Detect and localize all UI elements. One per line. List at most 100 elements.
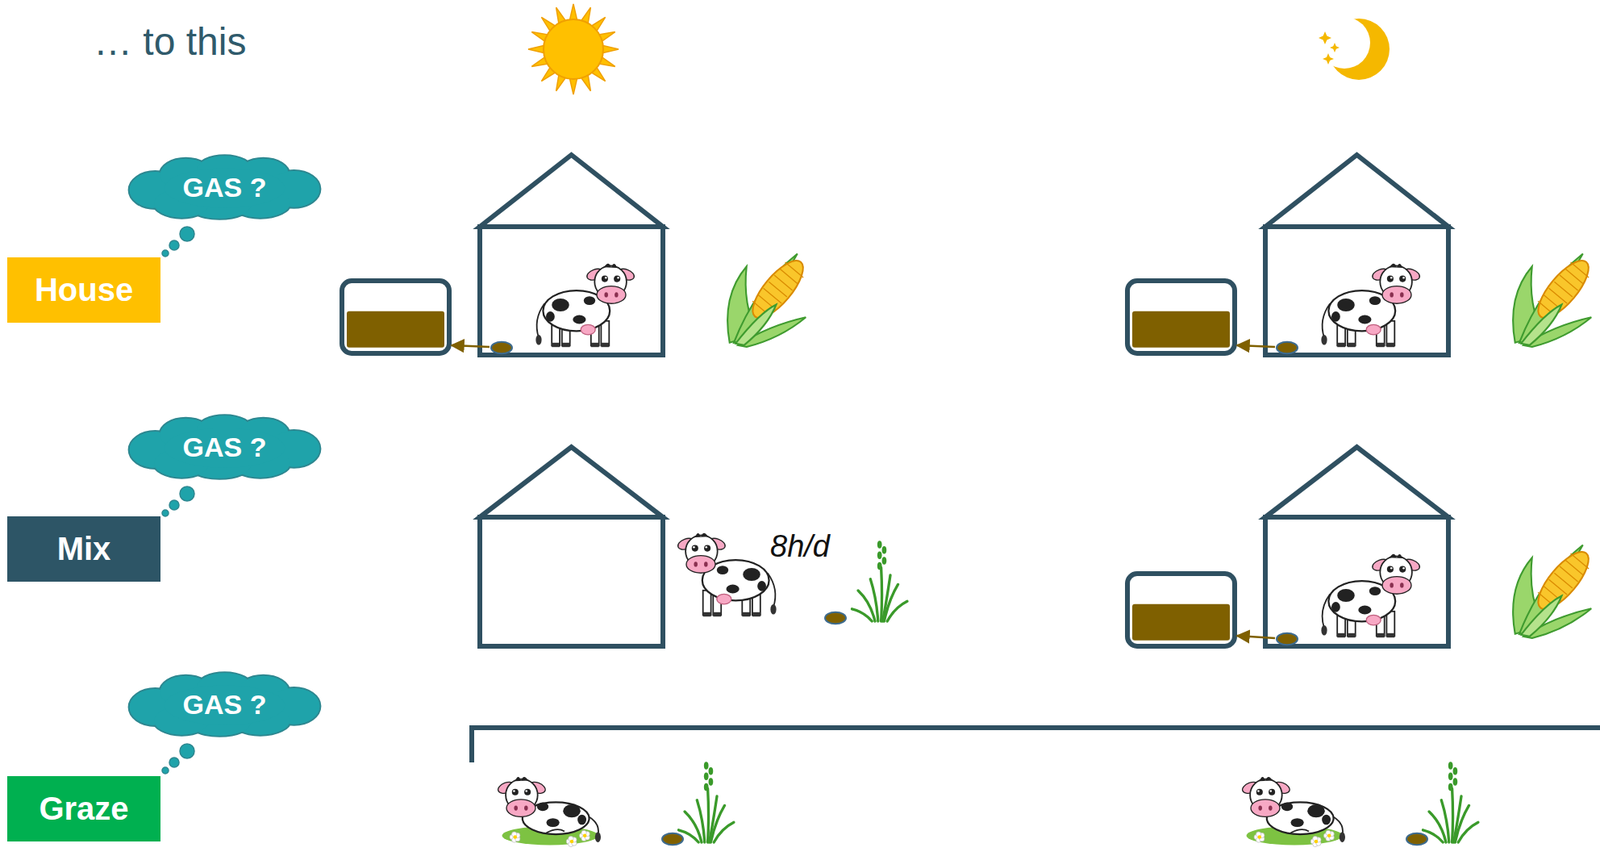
barn-roof — [479, 446, 663, 517]
cow-hoof — [1386, 633, 1395, 638]
grass-seed — [1448, 783, 1454, 792]
duration-label: 8h/d — [770, 529, 830, 564]
cow-hoof — [1347, 342, 1356, 347]
cow-spot — [551, 298, 570, 312]
system-label-box: Graze — [7, 775, 161, 842]
grass-blade — [1454, 795, 1463, 842]
cow-eye-glint — [1390, 566, 1393, 570]
cow-spot — [562, 804, 581, 817]
cow-nostril — [524, 804, 529, 810]
cow-eye — [601, 275, 609, 283]
grass-blade — [1458, 821, 1479, 842]
cow — [535, 263, 636, 348]
cow-muzzle — [1382, 576, 1412, 595]
grass-seed — [877, 540, 883, 549]
cow-eye-glint — [616, 276, 620, 280]
grass-blade — [1423, 829, 1444, 842]
cow-nostril — [704, 561, 709, 567]
cow-eye — [1387, 275, 1394, 283]
barn-roof — [1265, 446, 1449, 517]
manure-flow-arrow — [1237, 635, 1275, 638]
grass-seed — [882, 545, 888, 555]
dung-pat — [1406, 833, 1428, 845]
dung-pat — [1276, 341, 1298, 354]
grass-seed — [877, 562, 883, 571]
thought-dot — [169, 240, 180, 250]
cow-hoof — [562, 342, 571, 347]
cow-forelock — [1389, 554, 1403, 559]
dung-pat — [1276, 633, 1298, 645]
cow-eye — [704, 545, 711, 552]
moon-icon — [1318, 16, 1390, 80]
thought-trail — [162, 486, 195, 517]
cow-eye — [613, 275, 621, 283]
cow-folded-leg — [1291, 829, 1310, 833]
cloud-fill — [164, 685, 285, 725]
cloud-fill — [164, 428, 285, 468]
cow-forelock — [1259, 776, 1273, 781]
cow-nostril — [1400, 291, 1405, 297]
cow-hoof — [752, 612, 761, 617]
flower-centre — [513, 834, 518, 839]
thought-dot — [169, 757, 180, 767]
sun-icon — [528, 4, 619, 95]
grass-tuft — [852, 540, 908, 621]
cow-eye-glint — [525, 789, 528, 792]
grass-tuft — [1423, 761, 1479, 842]
cow-spot — [1358, 315, 1371, 325]
flower-centre — [583, 833, 588, 838]
cow-spot — [546, 817, 560, 827]
cow-spot — [757, 580, 767, 592]
grass-blade — [706, 788, 710, 843]
star — [1329, 42, 1340, 53]
cow-eye-glint — [604, 276, 608, 280]
thought-dot — [179, 486, 195, 501]
cow-eye-glint — [512, 789, 516, 792]
sun-disc — [543, 19, 604, 80]
grass-blade — [696, 800, 705, 842]
cow-udder — [1366, 614, 1381, 625]
grass-seed — [704, 772, 709, 781]
cow-forelock — [695, 533, 709, 538]
cow-tail-tuft — [595, 831, 601, 842]
maize-husk — [735, 304, 776, 346]
cow-nostril — [1268, 804, 1273, 810]
dung-pat — [825, 612, 846, 624]
grass-seed — [704, 783, 709, 792]
grass-blade — [679, 829, 700, 842]
barn-wall — [479, 226, 663, 355]
maize-icon — [1512, 544, 1597, 638]
cow-folded-leg — [546, 829, 566, 833]
cow-hoof — [551, 342, 560, 347]
maize-cob — [1529, 253, 1596, 325]
sun-ray — [569, 4, 577, 21]
slurry-tank — [341, 280, 450, 354]
cow-hoof — [1337, 342, 1346, 347]
cow-spot — [1337, 588, 1355, 602]
cow-eye — [691, 545, 699, 552]
barn-roof — [479, 154, 663, 227]
cow-nostril — [1389, 291, 1394, 297]
sun-ray — [528, 45, 545, 53]
cow-tail-tuft — [535, 334, 542, 346]
slurry-tank — [1127, 573, 1235, 646]
row-label: House — [34, 271, 134, 309]
cow — [676, 533, 777, 617]
cow-hoof — [1337, 633, 1346, 638]
maize-cob — [744, 253, 811, 325]
maize-icon — [1512, 253, 1597, 347]
cow-tail-tuft — [770, 604, 776, 615]
cow-eye — [1268, 788, 1275, 796]
cow-spot — [716, 565, 729, 575]
cow-forelock — [604, 263, 617, 268]
cow-eye-glint — [1390, 276, 1393, 280]
star — [1318, 31, 1332, 45]
cow-hoof — [1347, 633, 1356, 638]
sun-ray — [569, 78, 577, 95]
cow-eye — [1399, 275, 1406, 283]
cow-spot — [1307, 804, 1325, 817]
flower-centre — [570, 839, 575, 844]
barn — [1265, 154, 1449, 355]
cow-eye — [1387, 566, 1394, 573]
cow-hoof — [741, 612, 750, 617]
